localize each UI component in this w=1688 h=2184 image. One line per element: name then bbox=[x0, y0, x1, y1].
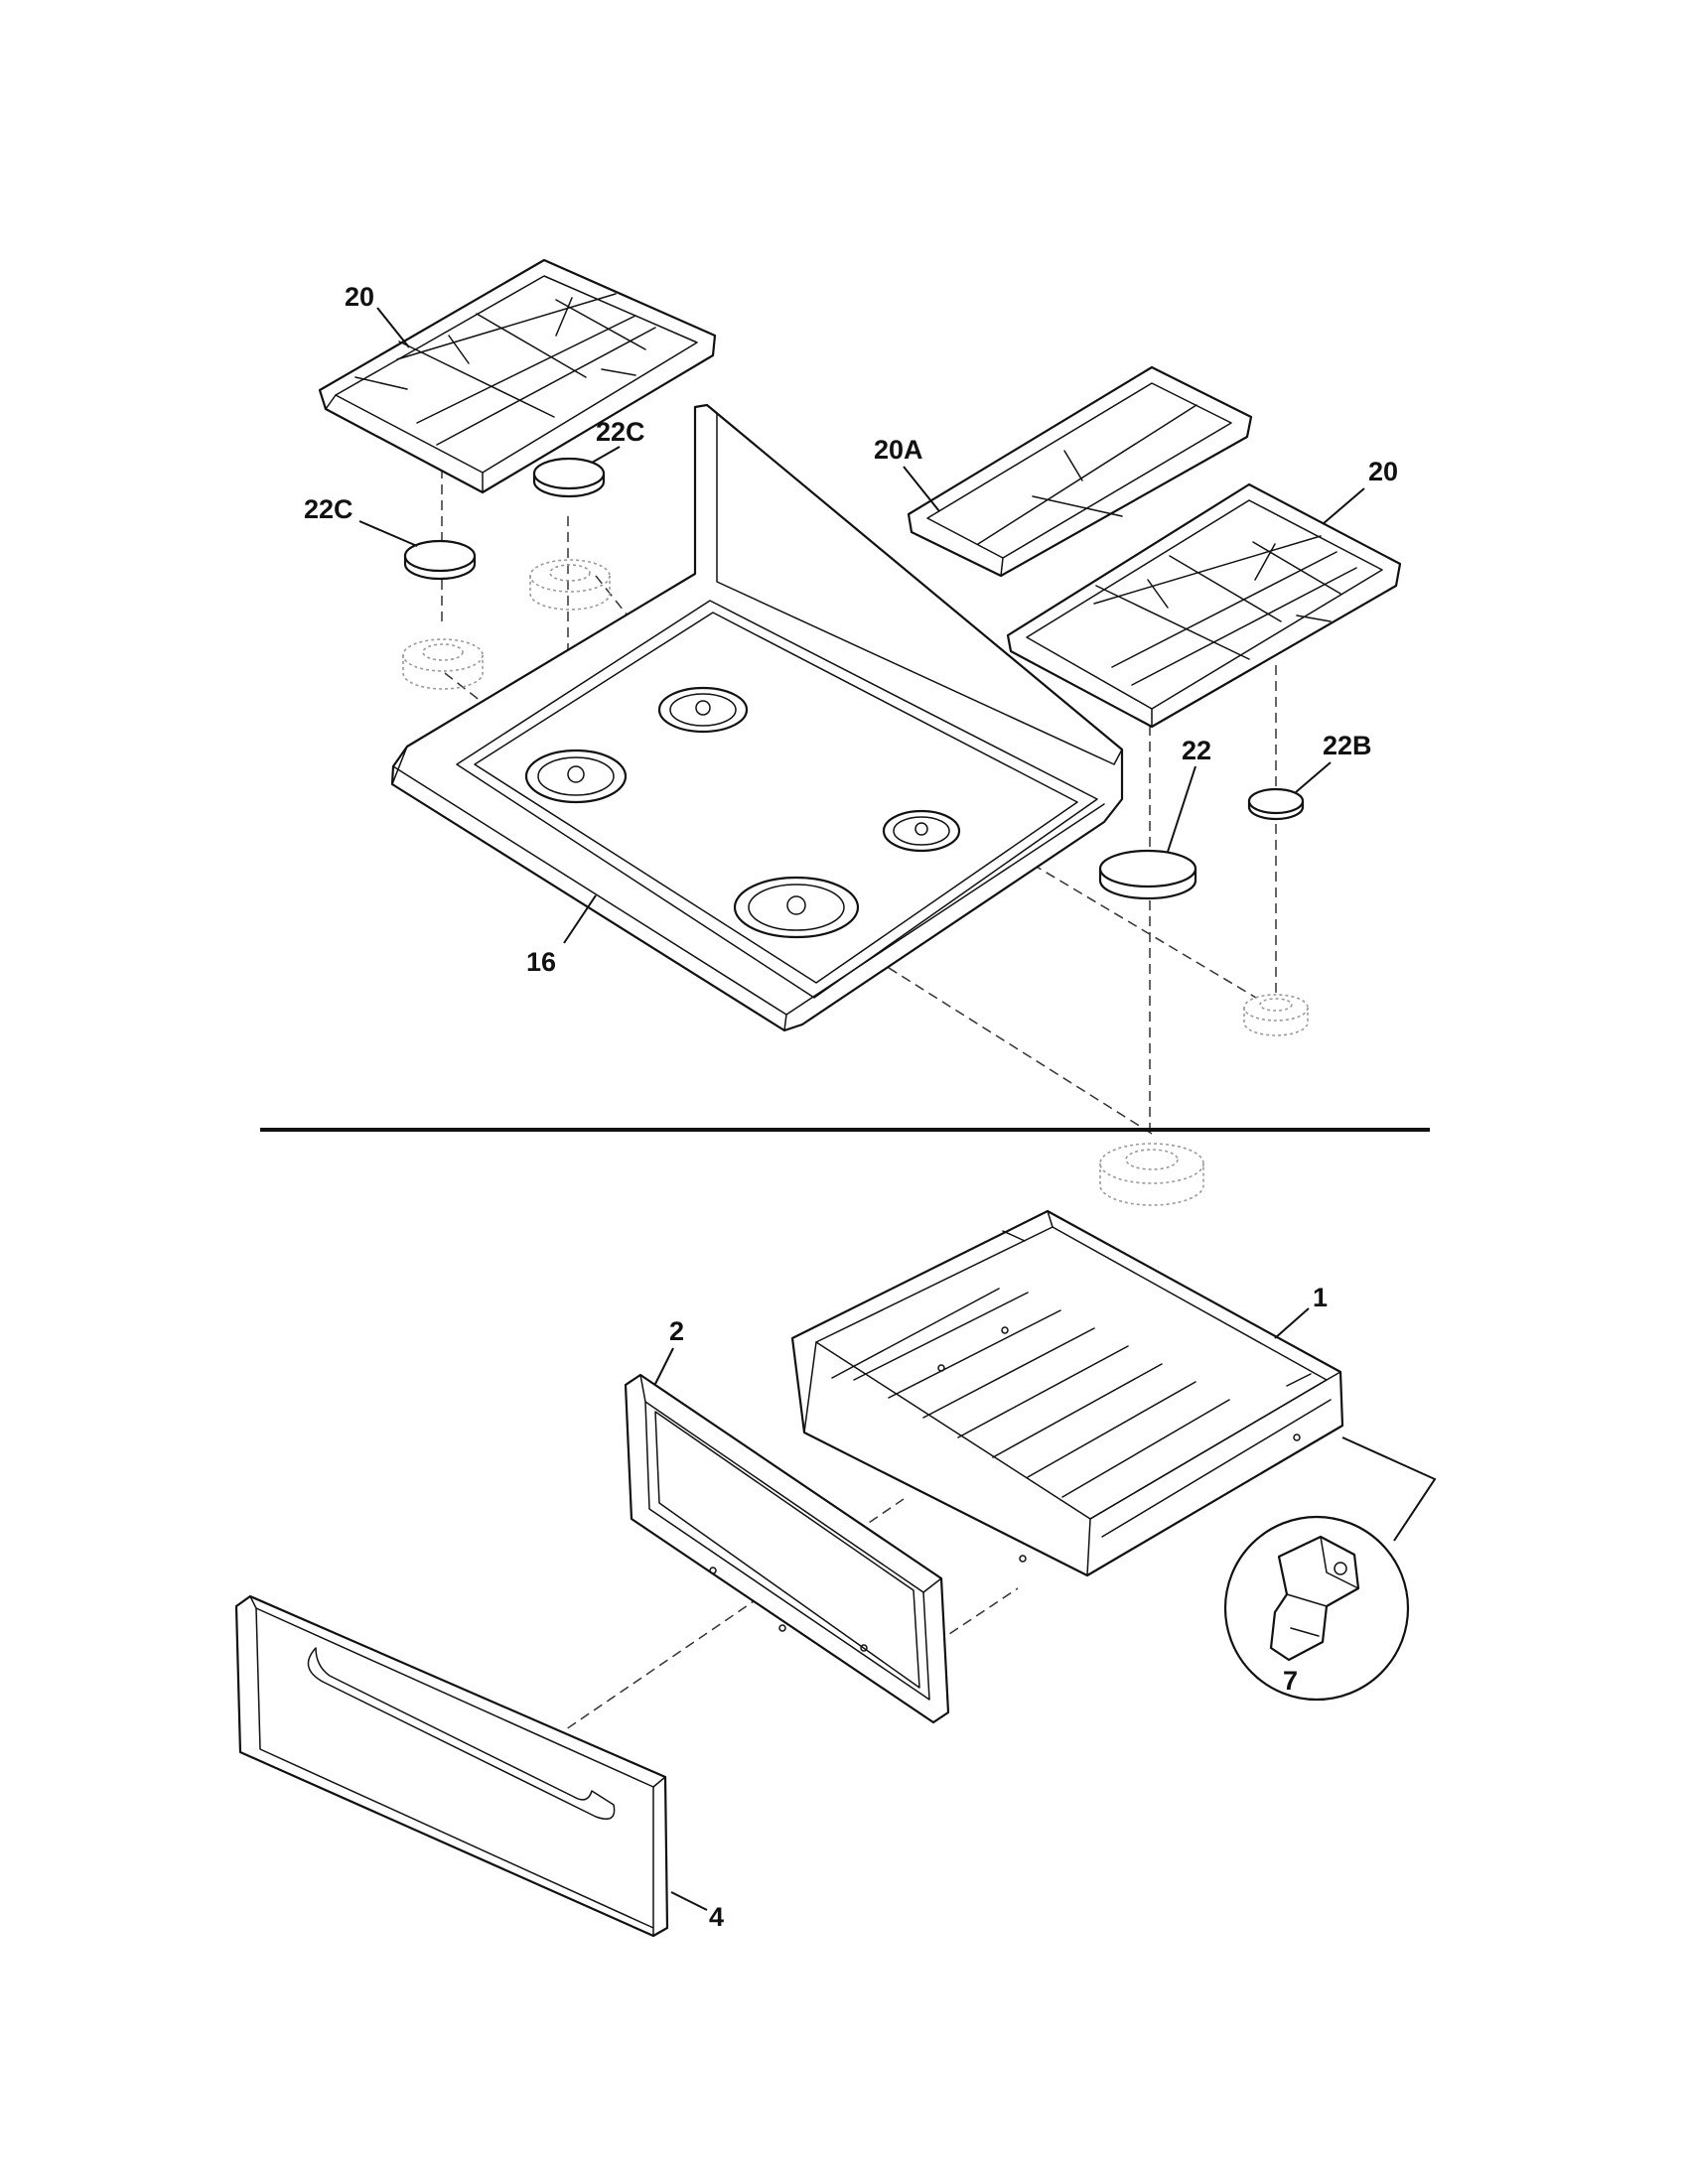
burner-cap-right-large bbox=[1098, 849, 1197, 900]
callout-cap-right-large: 22 bbox=[1182, 736, 1211, 765]
ghost-burner-right-front bbox=[1099, 1143, 1204, 1206]
callout-drawer-panel: 2 bbox=[669, 1316, 684, 1346]
drawer-alignment-lines bbox=[527, 1498, 1019, 1756]
callout-drawer-clip: 7 bbox=[1283, 1666, 1298, 1696]
ghost-burner-left-rear bbox=[529, 559, 611, 611]
callouts-drawer: 1 2 4 7 bbox=[654, 1283, 1328, 1932]
cooktop-section: 20 22C 22C 20A 20 22 22B 16 bbox=[304, 258, 1402, 1206]
grate-center bbox=[907, 365, 1253, 578]
drawer-body bbox=[790, 1209, 1344, 1577]
drawer-front bbox=[234, 1594, 669, 1938]
cooktop-main-top bbox=[390, 403, 1124, 1032]
callout-cap-left-rear: 22C bbox=[596, 417, 645, 447]
burner-port-right-rear bbox=[882, 809, 961, 853]
burner-port-left-front bbox=[524, 749, 628, 804]
ghost-burner-right-rear bbox=[1243, 994, 1309, 1036]
burner-port-left-rear bbox=[657, 686, 749, 734]
drawer-clip bbox=[1269, 1535, 1360, 1662]
callout-drawer-body: 1 bbox=[1313, 1283, 1328, 1312]
callout-drawer-front: 4 bbox=[709, 1902, 724, 1932]
grate-right bbox=[1006, 482, 1402, 729]
burner-port-right-front bbox=[733, 876, 860, 939]
callout-grate-center: 20A bbox=[874, 435, 923, 465]
clip-detail bbox=[1223, 1436, 1437, 1702]
callouts-cooktop: 20 22C 22C 20A 20 22 22B 16 bbox=[304, 282, 1398, 977]
callout-cooktop: 16 bbox=[526, 947, 556, 977]
ghost-burners bbox=[402, 559, 1309, 1206]
callout-grate-right: 20 bbox=[1368, 457, 1398, 486]
burner-cap-left-rear bbox=[532, 457, 606, 498]
burner-cap-right-small bbox=[1247, 787, 1305, 821]
burner-cap-left-front bbox=[403, 539, 477, 581]
grate-left bbox=[318, 258, 717, 494]
callout-cap-left-front: 22C bbox=[304, 494, 353, 524]
callout-cap-right-small: 22B bbox=[1323, 731, 1372, 760]
drawer-liner-panel bbox=[624, 1373, 950, 1724]
ghost-burner-left-front bbox=[402, 638, 484, 690]
callout-grate-left: 20 bbox=[345, 282, 374, 312]
drawer-section: 1 2 4 7 bbox=[234, 1209, 1437, 1938]
